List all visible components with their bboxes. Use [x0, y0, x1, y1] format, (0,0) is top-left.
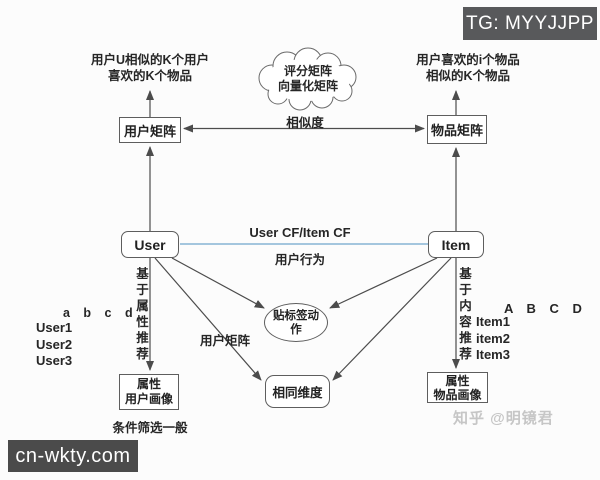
zhihu-watermark: 知乎 @明镜君 [453, 410, 554, 427]
note-top-left: 用户U相似的K个用户 喜欢的K个物品 [90, 52, 210, 84]
attribute-based-rec-label: 基于属性推荐 [136, 267, 149, 361]
user-rows: User1 User2 User3 [36, 320, 72, 370]
cloud-line2: 向量化矩阵 [277, 79, 338, 93]
item-profile-node: 属性 物品画像 [427, 372, 488, 403]
cloud-shape [258, 47, 357, 111]
user-node: User [121, 231, 179, 258]
user-row: User3 [36, 353, 73, 368]
tag-action-node: 贴标签动 作 [264, 303, 328, 342]
item-attr-columns: A B C D [504, 301, 582, 316]
cloud-line1: 评分矩阵 [283, 64, 332, 78]
content-based-rec-label: 基于内容推荐 [459, 267, 472, 361]
user-profile-node: 属性 用户画像 [119, 374, 179, 410]
note-top-right: 用户喜欢的i个物品 相似的K个物品 [403, 52, 533, 84]
user-row: User2 [36, 336, 73, 352]
user-behavior-label: 用户行为 [274, 253, 325, 267]
site-watermark-banner: cn-wkty.com [8, 440, 138, 472]
arrow-user-to-same-dim [154, 257, 262, 381]
user-matrix-edge-label: 用户矩阵 [199, 334, 250, 348]
user-profile-line1: 属性 [136, 377, 161, 391]
user-row: User1 [36, 320, 73, 335]
condition-filter-note: 条件筛选一般 [112, 421, 188, 435]
arrow-item-to-tag [329, 257, 438, 309]
tg-watermark-banner: TG: MYYJJPP [463, 7, 597, 40]
item-node: Item [428, 231, 484, 258]
item-rows: Item1 item2 Item3 [476, 314, 510, 364]
cloud-node: 评分矩阵 向量化矩阵 [263, 64, 353, 94]
same-dimension-node: 相同维度 [265, 375, 330, 408]
item-row: item2 [476, 330, 510, 346]
cf-label: User CF/Item CF [249, 225, 351, 240]
item-profile-line2: 物品画像 [433, 387, 482, 402]
item-matrix-node: 物品矩阵 [427, 115, 487, 144]
user-profile-line2: 用户画像 [124, 392, 173, 406]
arrow-user-to-tag [171, 257, 265, 309]
arrow-item-to-same-dim [332, 257, 452, 381]
user-matrix-node: 用户矩阵 [119, 117, 181, 143]
note-top-left-line2: 喜欢的K个物品 [107, 69, 193, 83]
similarity-label: 相似度 [286, 116, 324, 130]
tag-action-line1: 贴标签动 [273, 309, 319, 322]
note-top-right-line2: 相似的K个物品 [425, 69, 511, 83]
item-row: Item1 [476, 314, 510, 329]
user-attr-columns: a b c d [63, 306, 133, 320]
tag-action-line2: 作 [290, 323, 302, 336]
note-top-left-line1: 用户U相似的K个用户 [90, 53, 210, 67]
item-row: Item3 [476, 347, 510, 362]
note-top-right-line1: 用户喜欢的i个物品 [416, 53, 520, 67]
item-profile-line1: 属性 [445, 373, 470, 388]
